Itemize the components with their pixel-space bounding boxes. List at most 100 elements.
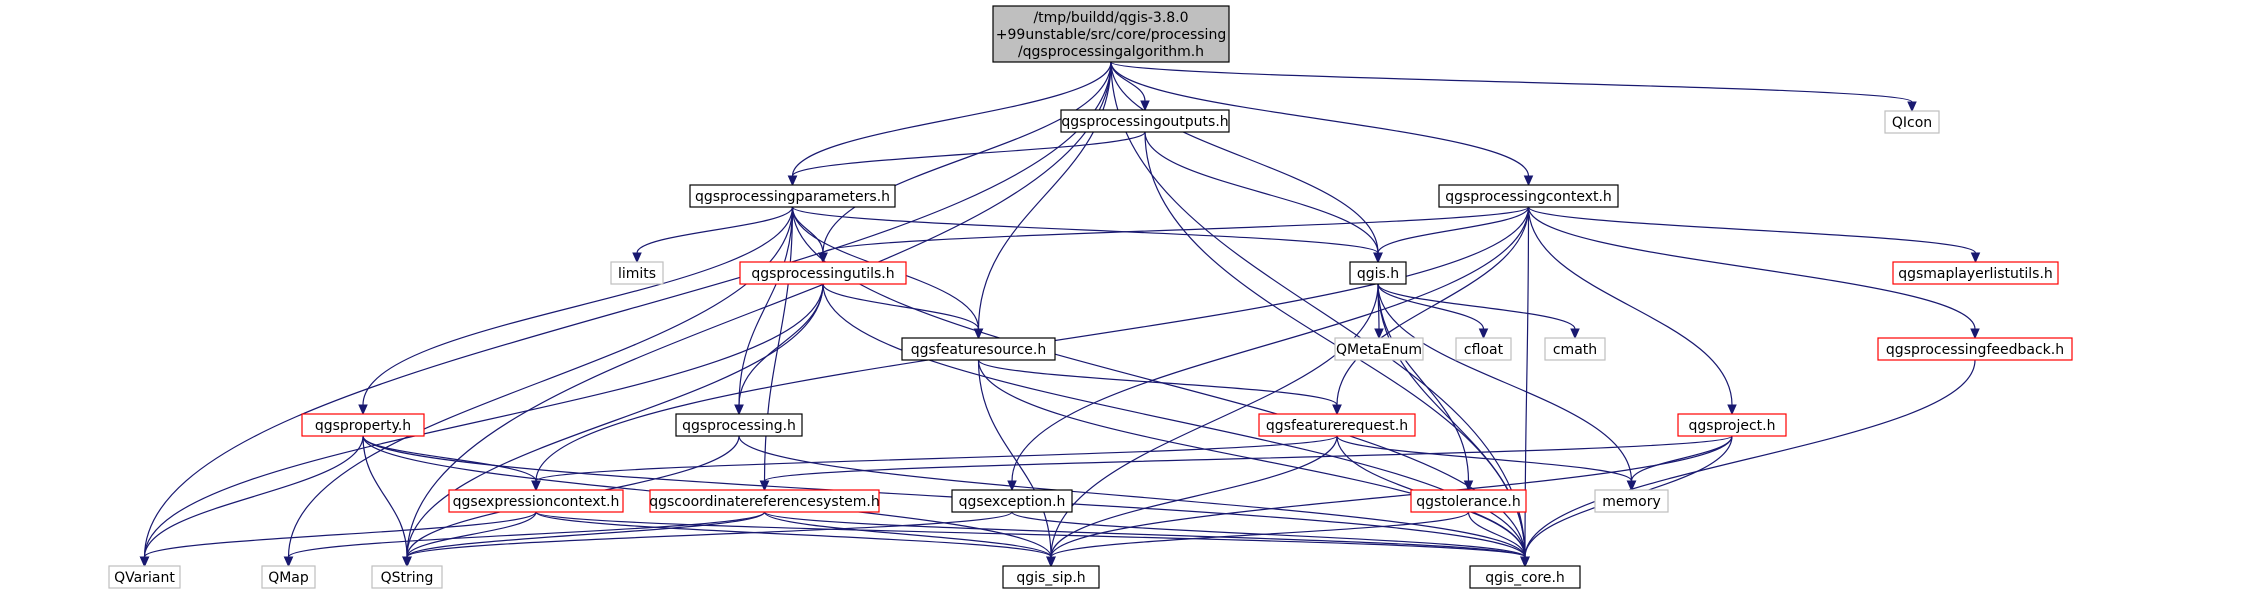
- edge-arrowhead: [1727, 404, 1737, 416]
- node-outputs[interactable]: qgsprocessingoutputs.h: [1060, 109, 1230, 133]
- node-label: qgis_core.h: [1485, 570, 1565, 586]
- edge-root-to-featuresource: [973, 61, 1112, 340]
- node-context[interactable]: qgsprocessingcontext.h: [1438, 184, 1619, 208]
- node-box: [301, 413, 425, 437]
- edge-arrowhead: [1970, 328, 1980, 340]
- edge-line: [143, 283, 824, 558]
- edge-feedback-to-core: [1520, 359, 1976, 568]
- node-label: qgsprocessingoutputs.h: [1061, 114, 1228, 130]
- node-label: cmath: [1553, 342, 1597, 358]
- edge-line: [1377, 283, 1633, 482]
- node-featurerequest[interactable]: qgsfeaturerequest.h: [1258, 413, 1416, 437]
- node-box: [610, 261, 664, 285]
- node-core[interactable]: qgis_core.h: [1469, 565, 1581, 589]
- edge-line: [763, 511, 1526, 558]
- edge-line: [1050, 435, 1338, 558]
- node-qicon: QIcon: [1884, 110, 1940, 134]
- edge-arrowhead: [1520, 556, 1530, 568]
- edge-line: [1336, 435, 1633, 482]
- edge-project-to-crs: [759, 435, 1733, 492]
- edge-line: [791, 61, 1112, 177]
- edge-line: [406, 61, 1112, 558]
- node-root: /tmp/buildd/qgis-3.8.0+99unstable/src/co…: [992, 5, 1230, 63]
- edge-line: [1377, 283, 1470, 482]
- node-box: [1060, 109, 1230, 133]
- node-box: [1544, 337, 1606, 361]
- node-label: qgsproject.h: [1689, 418, 1776, 434]
- node-maplayerlistutils[interactable]: qgsmaplayerlistutils.h: [1892, 261, 2059, 285]
- node-box: [1594, 489, 1669, 513]
- edge-line: [406, 511, 1013, 558]
- node-cfloat: cfloat: [1455, 337, 1512, 361]
- edge-line: [535, 511, 1052, 558]
- node-box: [739, 261, 907, 285]
- edge-root-to-qicon: [1110, 61, 1917, 113]
- edge-line: [822, 61, 1112, 254]
- node-box: [1002, 565, 1100, 589]
- node-label: qgstolerance.h: [1416, 494, 1520, 510]
- node-label: qgsexpressioncontext.h: [453, 494, 620, 510]
- edge-qgis-to-cmath: [1377, 283, 1580, 340]
- edge-line: [362, 435, 1526, 558]
- node-project[interactable]: qgsproject.h: [1677, 413, 1787, 437]
- edge-line: [1110, 61, 1530, 177]
- node-parameters[interactable]: qgsprocessingparameters.h: [689, 184, 896, 208]
- edge-line: [1110, 61, 1379, 254]
- node-label: qgsprocessing.h: [682, 418, 796, 434]
- edge-arrowhead: [1046, 556, 1056, 568]
- edge-arrowhead: [818, 252, 828, 264]
- edge-parameters-to-property: [358, 206, 794, 416]
- node-exception[interactable]: qgsexception.h: [951, 489, 1073, 513]
- edge-utils-to-featuresource: [822, 283, 984, 340]
- node-box: [951, 489, 1073, 513]
- node-property[interactable]: qgsproperty.h: [301, 413, 425, 437]
- node-label: limits: [618, 266, 656, 282]
- edge-context-to-utils: [818, 206, 1530, 264]
- edge-tolerance-to-core: [1467, 511, 1530, 568]
- node-box: [448, 489, 624, 513]
- node-tolerance[interactable]: qgstolerance.h: [1410, 489, 1527, 513]
- node-label: memory: [1602, 494, 1661, 510]
- edge-line: [1377, 206, 1530, 254]
- node-box: [1677, 413, 1787, 437]
- node-exprctx[interactable]: qgsexpressioncontext.h: [448, 489, 624, 513]
- edge-line: [822, 283, 980, 330]
- edge-line: [977, 359, 1052, 558]
- edge-line: [1524, 359, 1976, 558]
- edge-context-to-maplayerlistutils: [1527, 206, 1981, 264]
- edge-tolerance-to-sip: [1046, 511, 1470, 568]
- edge-line: [1527, 206, 1977, 254]
- edge-line: [362, 435, 408, 558]
- edge-line: [1336, 206, 1530, 406]
- edge-line: [977, 359, 1338, 406]
- node-qgis[interactable]: qgis.h: [1349, 261, 1407, 285]
- edge-root-to-outputs: [1110, 61, 1150, 112]
- node-cmath: cmath: [1544, 337, 1606, 361]
- node-box: [1410, 489, 1527, 513]
- node-label: QMap: [268, 570, 309, 586]
- node-label: qgscoordinatereferencesystem.h: [649, 494, 880, 510]
- node-label: QVariant: [114, 570, 175, 586]
- node-qvariant: QVariant: [108, 565, 181, 589]
- node-label: qgsprocessingcontext.h: [1445, 189, 1612, 205]
- edge-line: [1110, 61, 1913, 103]
- node-qmap: QMap: [261, 565, 316, 589]
- node-box: [689, 184, 896, 208]
- edge-context-to-exception: [1007, 206, 1530, 492]
- node-box: [1884, 110, 1940, 134]
- node-box: [1455, 337, 1512, 361]
- edge-arrowhead: [531, 480, 541, 492]
- node-featuresource[interactable]: qgsfeaturesource.h: [901, 337, 1056, 361]
- node-processing[interactable]: qgsprocessing.h: [675, 413, 803, 437]
- node-utils[interactable]: qgsprocessingutils.h: [739, 261, 907, 285]
- node-box: [1877, 337, 2073, 361]
- node-feedback[interactable]: qgsprocessingfeedback.h: [1877, 337, 2073, 361]
- edge-featurerequest-to-memory: [1336, 435, 1637, 492]
- node-sip[interactable]: qgis_sip.h: [1002, 565, 1100, 589]
- node-crs[interactable]: qgscoordinatereferencesystem.h: [649, 489, 880, 513]
- node-label: qgis.h: [1357, 266, 1399, 282]
- nodes-layer: /tmp/buildd/qgis-3.8.0+99unstable/src/co…: [108, 5, 2073, 589]
- edge-outputs-to-parameters: [787, 131, 1146, 187]
- node-memory: memory: [1594, 489, 1669, 513]
